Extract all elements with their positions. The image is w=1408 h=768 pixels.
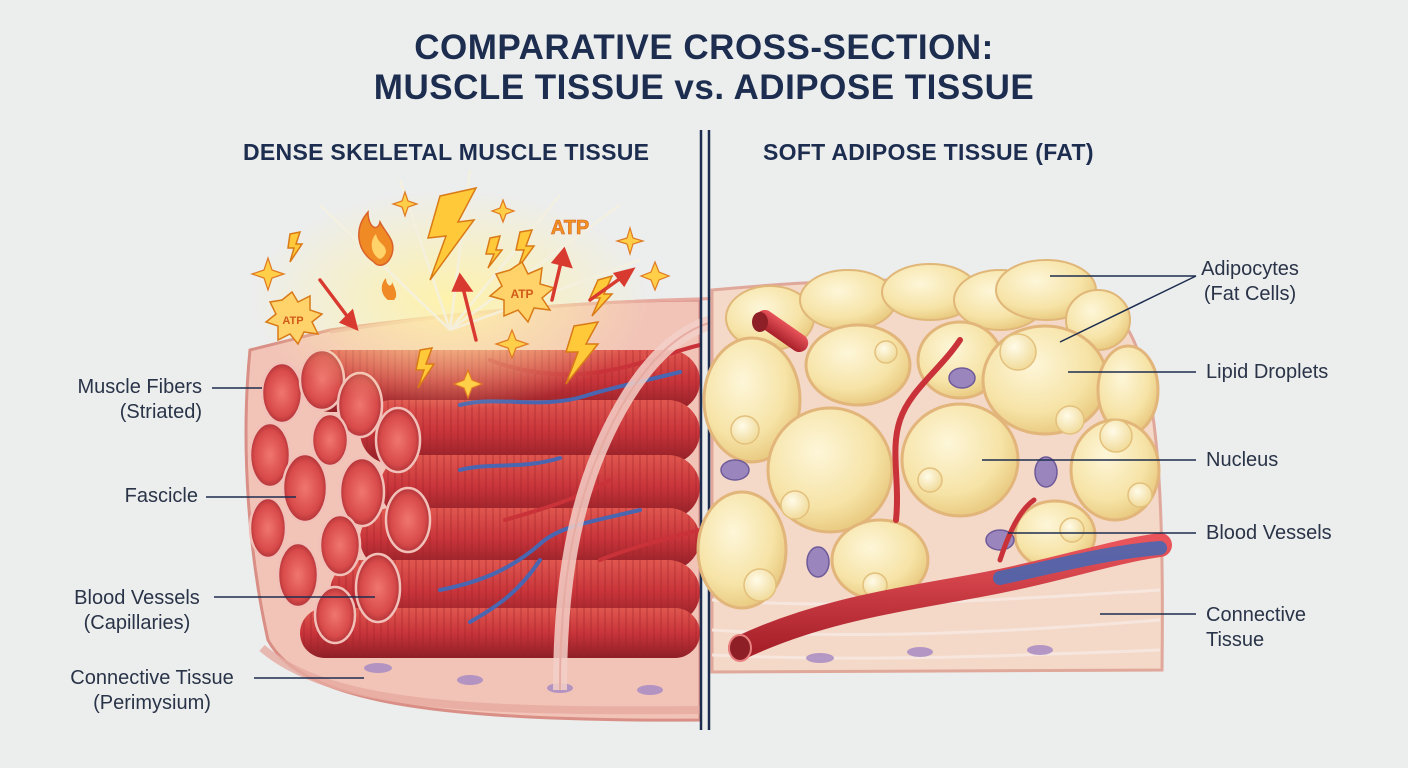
sparkle-icon	[639, 260, 671, 292]
label-muscle-vessels-line2: (Capillaries)	[83, 612, 191, 634]
lightning-icon	[485, 235, 504, 269]
lightning-icon	[515, 229, 536, 269]
perimysium-cells	[364, 663, 663, 695]
sparkle-icon	[452, 368, 484, 400]
atp-text: ATP	[510, 287, 533, 301]
label-adipocytes-line2: (Fat Cells)	[1203, 283, 1297, 305]
label-adipose-connective-line1: Connective	[1206, 604, 1307, 626]
atp-burst-2: ATP	[488, 260, 556, 324]
label-lipid-text: Lipid Droplets	[1206, 361, 1329, 383]
diagram-title-line2: MUSCLE TISSUE vs. ADIPOSE TISSUE	[373, 68, 1035, 107]
energy-burst: ATP ATP ATP	[250, 169, 671, 410]
sparkle-icon	[391, 190, 419, 218]
label-muscle-connective-line2: (Perimysium)	[93, 692, 211, 714]
diagram-title-line1: COMPARATIVE CROSS-SECTION:	[414, 28, 994, 67]
atp-burst-1: ATP	[264, 290, 324, 346]
label-muscle-connective-line1: Connective Tissue	[70, 667, 234, 689]
lightning-icon	[415, 347, 436, 389]
label-fascicle-text: Fascicle	[124, 485, 198, 507]
adipose-blood-vessels	[728, 309, 1172, 662]
atp-text: ATP	[282, 315, 303, 327]
sparkle-icon	[614, 225, 646, 257]
lipid-droplets	[730, 333, 1153, 602]
atp-text: ATP	[551, 217, 590, 239]
label-adipose-blood-vessels: Blood Vessels	[1206, 521, 1332, 546]
label-nucleus: Nucleus	[1206, 448, 1278, 473]
label-adipocytes: Adipocytes (Fat Cells)	[1190, 257, 1310, 307]
lightning-icon	[564, 321, 600, 385]
label-muscle-connective: Connective Tissue (Perimysium)	[50, 666, 254, 716]
label-muscle-fibers: Muscle Fibers (Striated)	[40, 375, 202, 425]
lightning-icon	[287, 231, 304, 263]
adipose-illustration	[696, 259, 1172, 674]
connective-cells	[806, 645, 1053, 663]
label-nucleus-text: Nucleus	[1206, 449, 1279, 471]
sparkle-icon	[250, 256, 286, 292]
leader-lines	[206, 275, 1197, 679]
muscle-heading: DENSE SKELETAL MUSCLE TISSUE	[243, 139, 650, 165]
label-adipose-vessels-text: Blood Vessels	[1206, 522, 1332, 544]
label-fascicle: Fascicle	[40, 484, 198, 509]
sparkle-icon	[494, 328, 530, 360]
adipocytes	[696, 320, 1161, 610]
center-divider	[699, 130, 711, 730]
label-adipocytes-line1: Adipocytes	[1201, 258, 1299, 280]
adipose-heading: SOFT ADIPOSE TISSUE (FAT)	[763, 139, 1094, 165]
lightning-icon	[426, 186, 478, 281]
sparkle-icon	[490, 198, 516, 224]
flame-icon	[381, 278, 397, 300]
label-adipose-connective-line2: Tissue	[1206, 629, 1265, 651]
label-muscle-fibers-line2: (Striated)	[119, 401, 202, 423]
label-adipose-connective: Connective Tissue	[1206, 603, 1306, 653]
label-lipid-droplets: Lipid Droplets	[1206, 360, 1328, 385]
label-muscle-fibers-line1: Muscle Fibers	[77, 376, 202, 398]
label-muscle-vessels-line1: Blood Vessels	[74, 587, 200, 609]
label-muscle-blood-vessels: Blood Vessels (Capillaries)	[52, 586, 222, 636]
